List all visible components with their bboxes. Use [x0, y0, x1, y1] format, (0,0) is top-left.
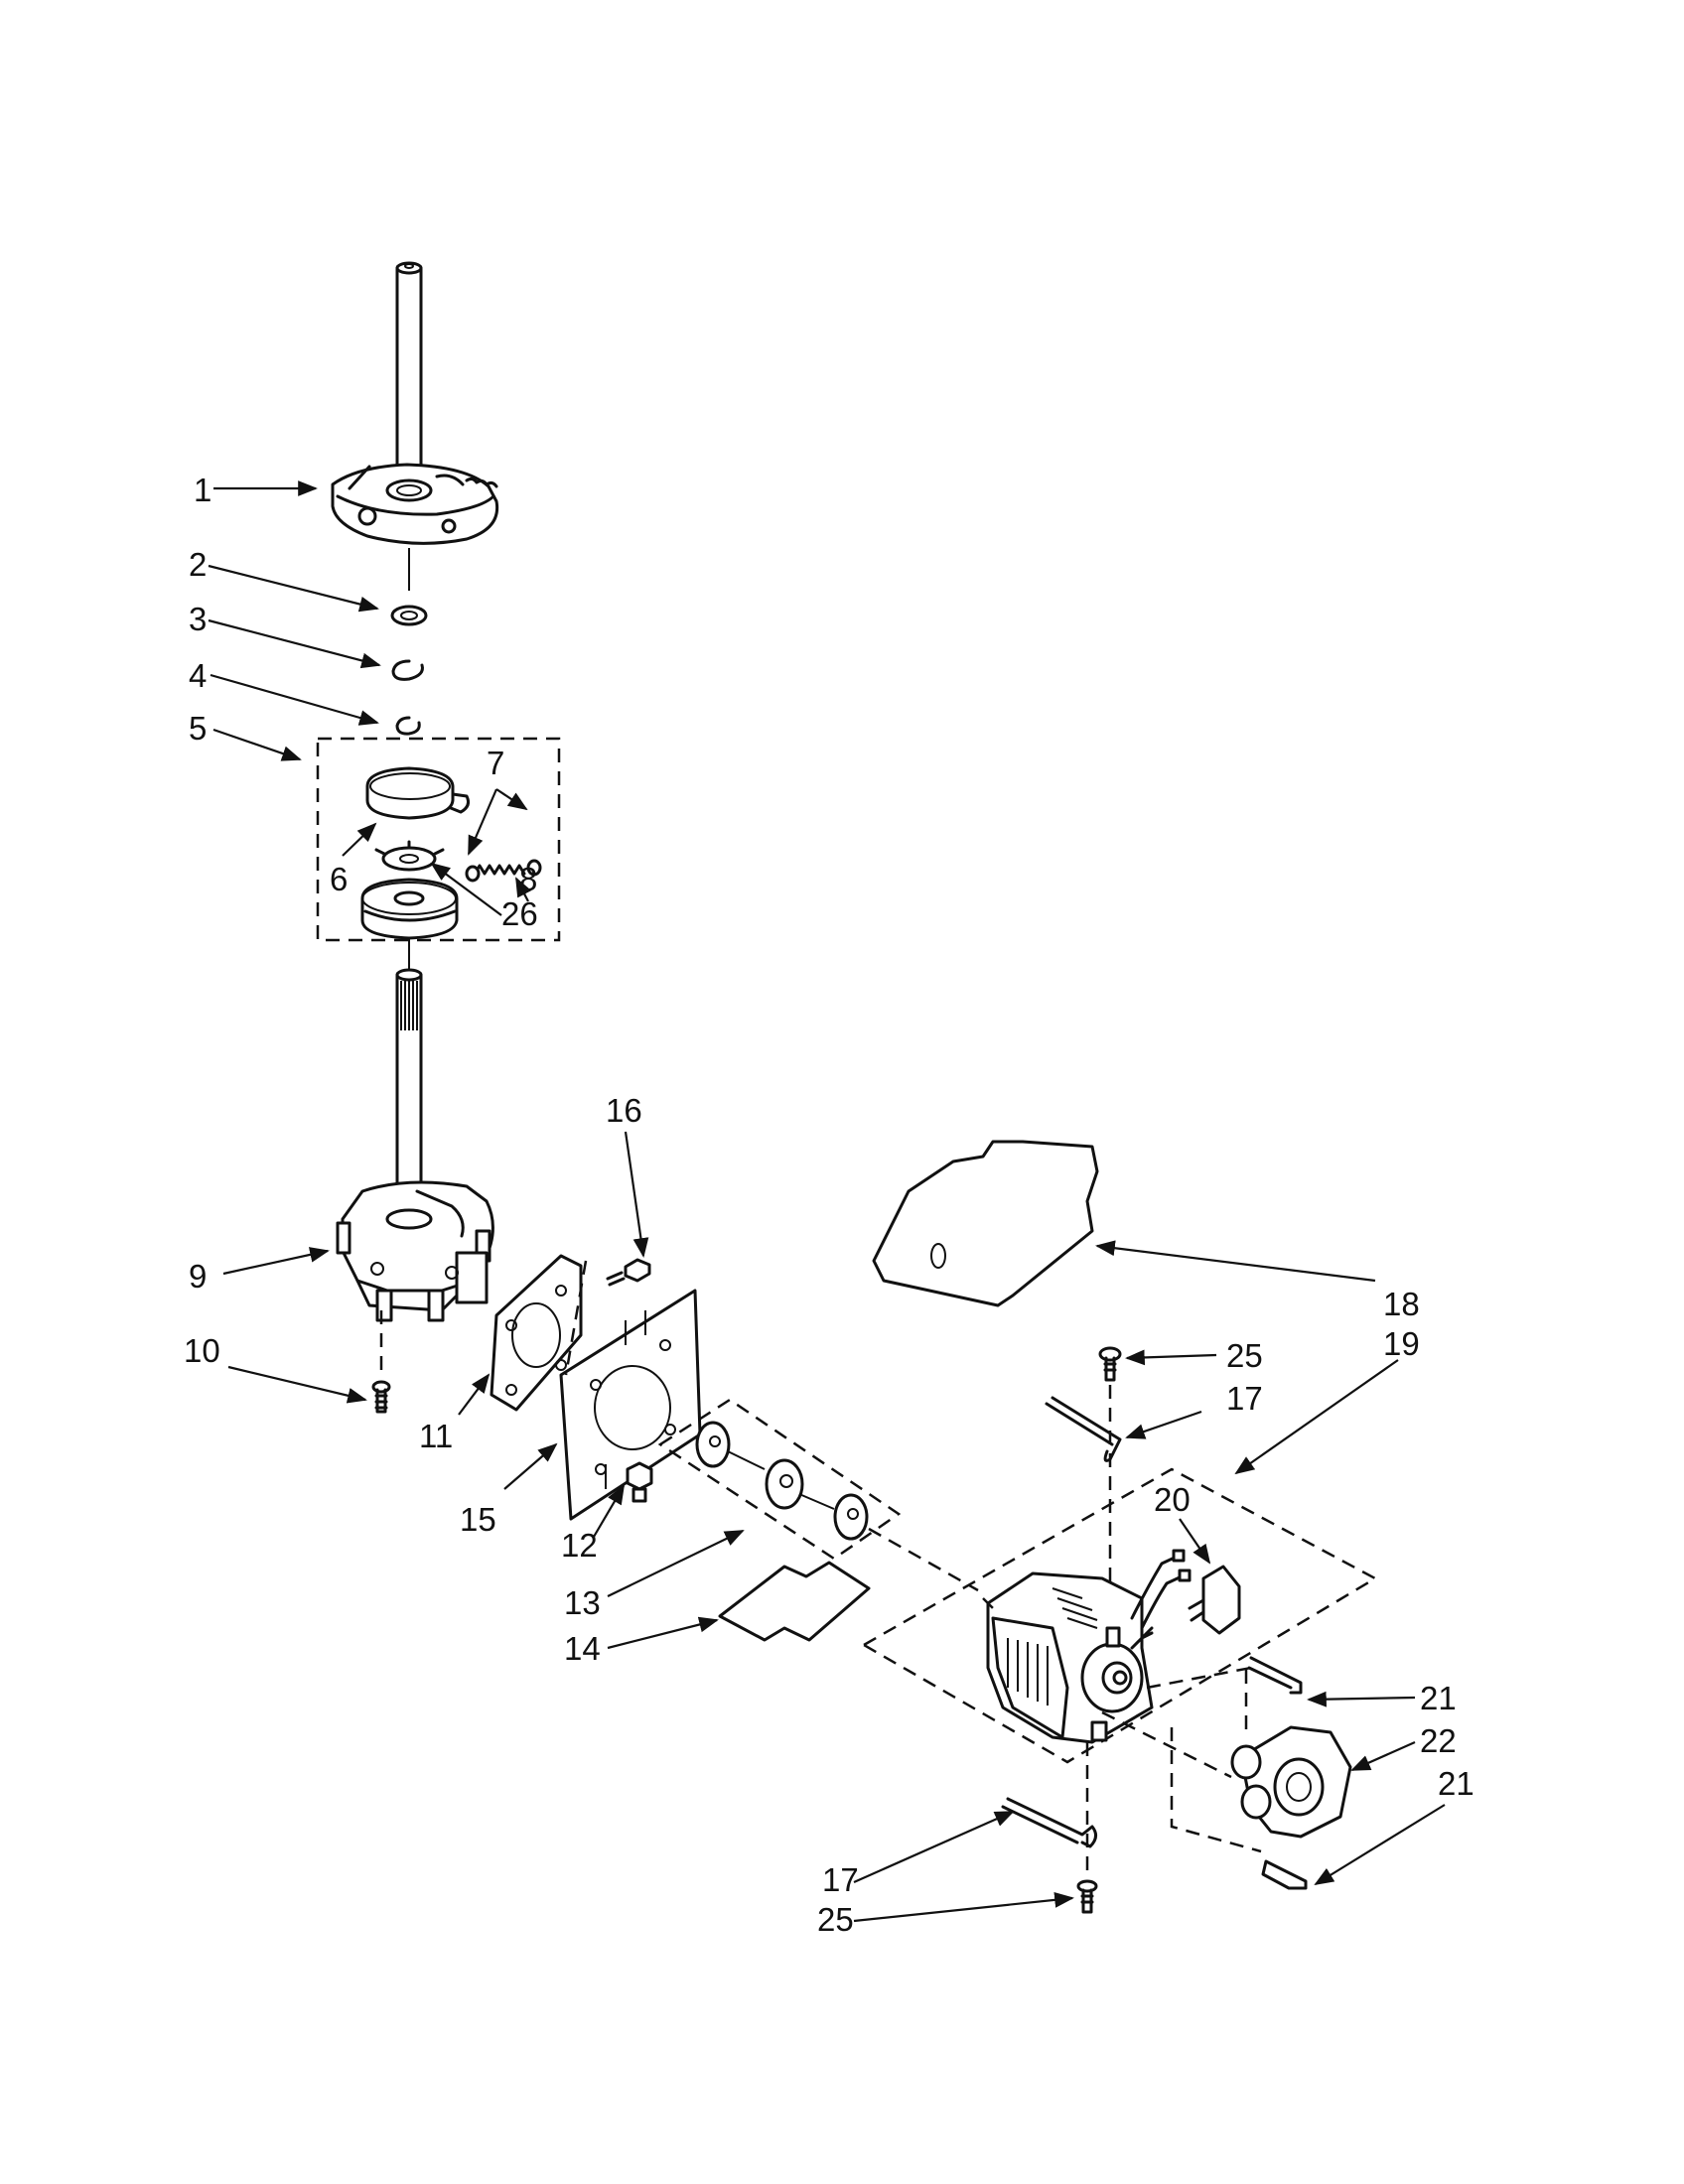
part-22-pump: [1230, 1725, 1352, 1839]
part-16-bolt: [606, 1258, 651, 1287]
callout-25-upper: 25: [1226, 1337, 1263, 1374]
part-21-clip-lower: [1261, 1859, 1308, 1890]
part-4-retaining-ring: [395, 716, 421, 736]
part-10-screw: [371, 1380, 391, 1414]
callout-25-lower: 25: [817, 1901, 854, 1938]
callout-20: 20: [1154, 1481, 1191, 1518]
callout-3: 3: [189, 601, 207, 637]
callout-12: 12: [561, 1527, 598, 1564]
part-19-motor-group-outline: [861, 1467, 1378, 1764]
drive-motor: [982, 1571, 1154, 1744]
part-6-brake-band: [365, 766, 470, 820]
callout-17-lower: 17: [822, 1861, 859, 1898]
part-8-spring: [465, 859, 542, 883]
transmission-shaft: [395, 968, 423, 1215]
callout-13: 13: [564, 1584, 601, 1621]
drive-shaft-top: [395, 261, 423, 493]
part-25-screw-upper: [1098, 1346, 1122, 1382]
callout-16: 16: [606, 1092, 642, 1129]
callout-4: 4: [189, 657, 207, 694]
callout-18: 18: [1383, 1286, 1420, 1322]
callout-22: 22: [1420, 1722, 1457, 1759]
part-3-retaining-ring: [391, 659, 424, 681]
part-13-coupling: [657, 1398, 979, 1592]
part-17-ground-strap-upper: [1045, 1396, 1122, 1462]
callout-1: 1: [194, 472, 211, 508]
callout-10: 10: [184, 1332, 220, 1369]
callout-14: 14: [564, 1630, 601, 1667]
callout-9: 9: [189, 1258, 207, 1295]
part-9-gearcase: [336, 1180, 494, 1322]
part-1-brake-cam: [331, 463, 499, 545]
leader-lines: [208, 480, 1446, 1923]
callout-2: 2: [189, 546, 207, 583]
callout-17-upper: 17: [1226, 1380, 1263, 1417]
part-18-shield: [872, 1140, 1099, 1307]
part-17-ground-strap-lower: [1001, 1797, 1097, 1848]
part-14-pad: [718, 1561, 871, 1642]
part-11-mount-gasket: [490, 1254, 583, 1412]
part-25-screw-lower: [1076, 1879, 1098, 1914]
callout-26: 26: [501, 895, 538, 932]
callout-8: 8: [519, 861, 537, 897]
callout-5: 5: [189, 710, 207, 747]
callout-11: 11: [419, 1418, 453, 1454]
callout-6: 6: [330, 861, 348, 897]
part-20-motor-switch: [1130, 1549, 1241, 1635]
callout-21-lower: 21: [1438, 1765, 1474, 1802]
callout-7: 7: [487, 745, 504, 781]
part-5-group-outline: [316, 737, 561, 942]
callout-labels: 1 2 3 4 5 6 7 8 26 9 10 11 12 13 14 15 1…: [184, 472, 1474, 1938]
part-2-washer: [390, 605, 428, 626]
callout-19: 19: [1383, 1325, 1420, 1362]
callout-15: 15: [460, 1501, 496, 1538]
clutch-hub: [360, 878, 459, 940]
part-21-clip-upper: [1247, 1656, 1303, 1695]
part-26-spline-washer: [374, 840, 445, 872]
part-12-bolt: [626, 1461, 653, 1503]
callout-21-upper: 21: [1420, 1680, 1457, 1716]
